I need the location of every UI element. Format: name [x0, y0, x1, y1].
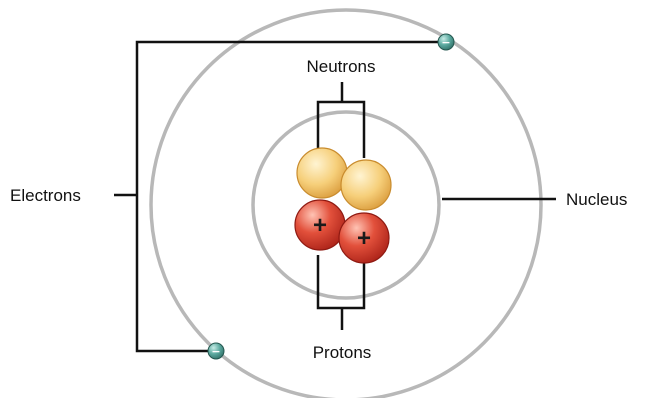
nucleus-label: Nucleus — [566, 190, 627, 209]
electrons-bracket — [114, 40, 446, 353]
nucleus-boundary — [251, 110, 441, 300]
electrons-label: Electrons — [10, 186, 81, 205]
electron-top: − — [437, 33, 455, 51]
neutrons-label: Neutrons — [307, 57, 376, 76]
electron-bottom-sign: − — [211, 345, 220, 358]
neutrons-bracket — [316, 82, 366, 158]
electron-bottom: − — [207, 342, 225, 360]
proton-right: + — [338, 212, 390, 264]
protons-label: Protons — [313, 343, 372, 362]
proton-left: + — [294, 199, 346, 251]
proton-right-sign: + — [357, 225, 371, 252]
outer-electron-shell — [149, 8, 543, 398]
neutron-left — [296, 147, 348, 199]
proton-left-sign: + — [313, 212, 327, 239]
protons-bracket — [316, 255, 366, 330]
neutron-right — [340, 159, 392, 211]
electron-top-sign: − — [441, 36, 450, 49]
